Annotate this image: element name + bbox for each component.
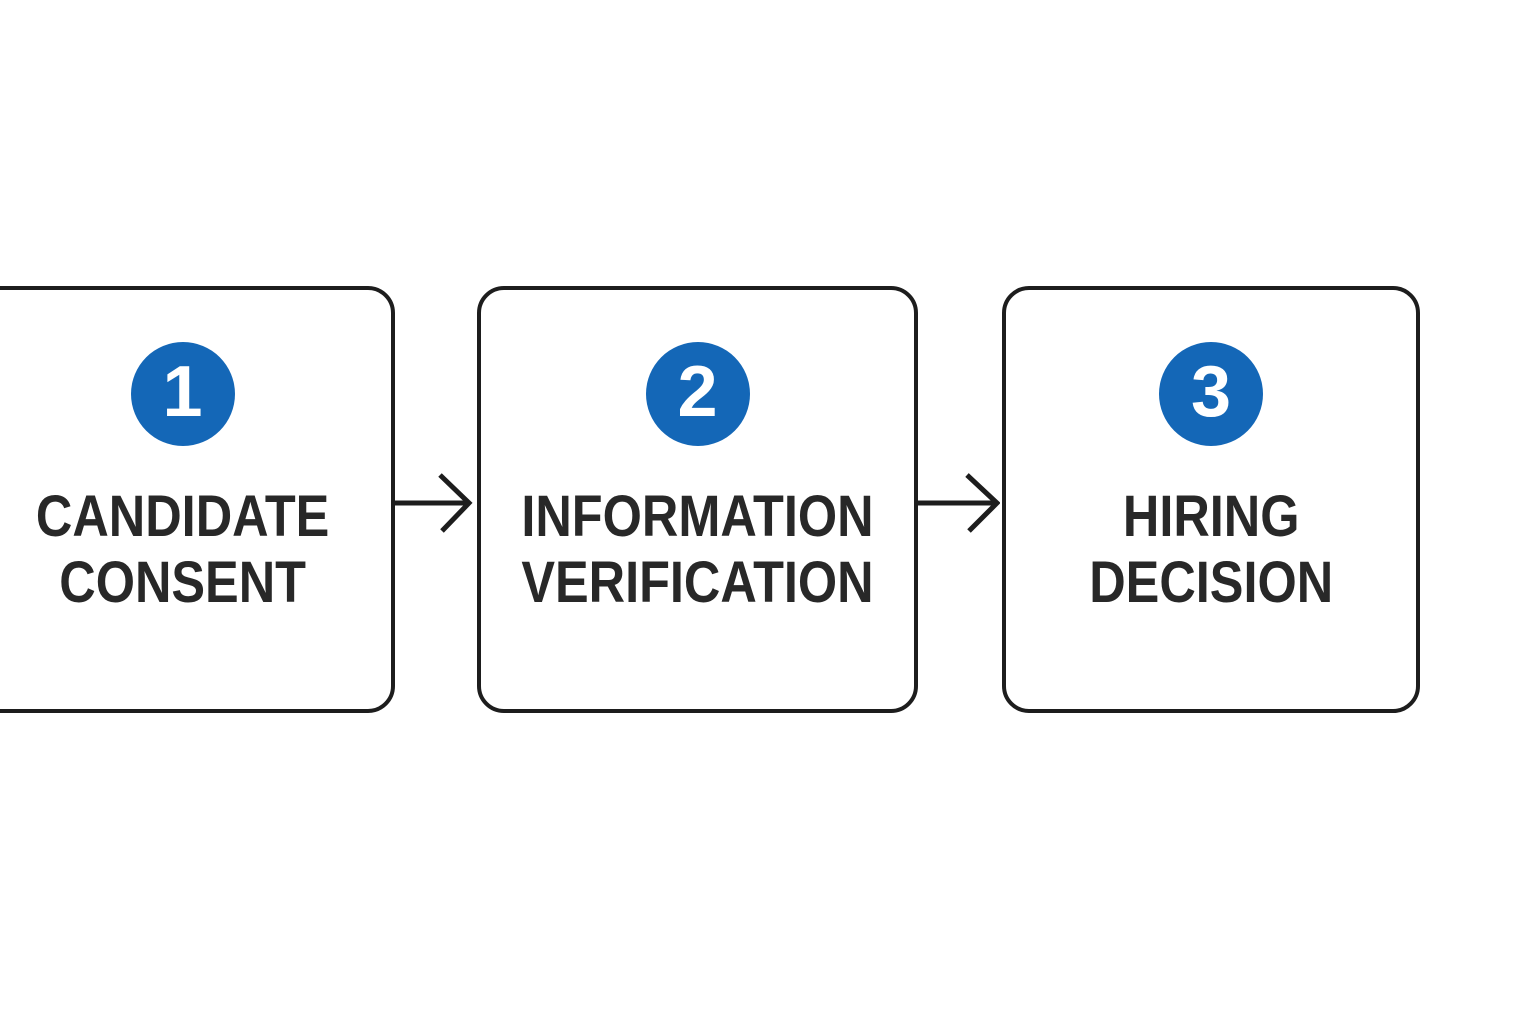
step-2-number: 2 — [677, 352, 718, 432]
right-arrow-icon — [916, 473, 1000, 533]
step-1-number-badge: 1 — [130, 342, 235, 446]
step-box-information-verification: 2 INFORMATION VERIFICATION — [477, 286, 918, 713]
step-3-label: HIRING DECISION — [1089, 484, 1333, 616]
step-3-label-line-2: DECISION — [1089, 550, 1333, 615]
step-1-label-line-1: CANDIDATE — [35, 484, 330, 549]
step-1-label: CANDIDATE CONSENT — [36, 484, 329, 616]
step-3-number-badge: 3 — [1159, 342, 1263, 446]
step-2-number-badge: 2 — [645, 342, 750, 446]
step-2-label-line-2: VERIFICATION — [521, 550, 874, 615]
step-box-hiring-decision: 3 HIRING DECISION — [1002, 286, 1420, 713]
step-1-number: 1 — [162, 352, 203, 432]
step-2-label-line-1: INFORMATION — [521, 484, 874, 549]
step-box-candidate-consent: 1 CANDIDATE CONSENT — [0, 286, 395, 713]
step-3-number: 3 — [1190, 352, 1232, 432]
step-3-label-line-1: HIRING — [1122, 484, 1300, 549]
right-arrow-icon — [393, 473, 473, 533]
step-2-label: INFORMATION VERIFICATION — [521, 484, 873, 616]
step-1-label-line-2: CONSENT — [59, 550, 306, 615]
